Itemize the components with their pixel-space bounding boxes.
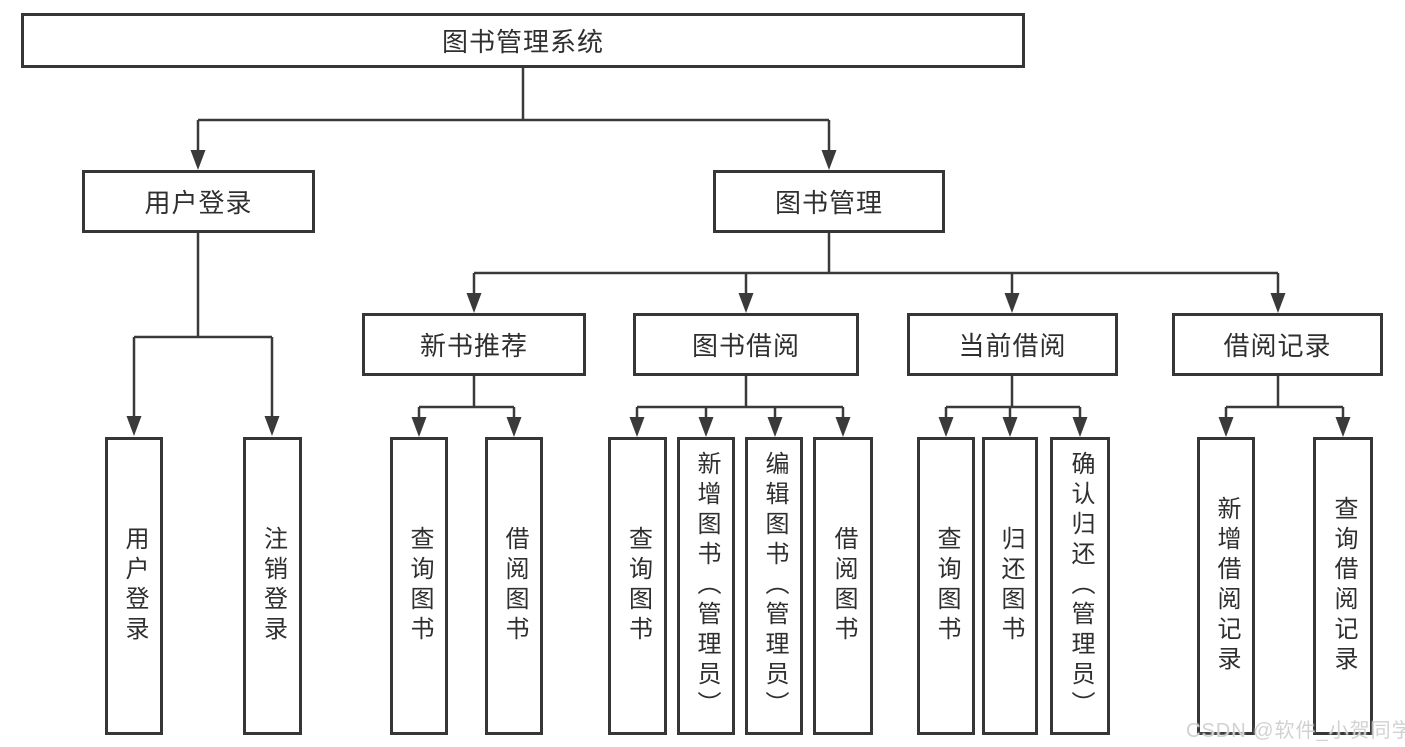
leaf-query-borrow-record-label: 查询借阅记录 xyxy=(1330,496,1357,676)
node-borrow-records: 借阅记录 xyxy=(1172,313,1383,376)
node-book-management-label: 图书管理 xyxy=(774,188,883,218)
node-current-borrow: 当前借阅 xyxy=(907,313,1118,376)
node-borrow-records-label: 借阅记录 xyxy=(1223,331,1332,361)
node-book-management: 图书管理 xyxy=(713,170,945,233)
node-book-borrow: 图书借阅 xyxy=(633,313,859,376)
node-book-borrow-label: 图书借阅 xyxy=(691,331,800,361)
connector-strokes xyxy=(132,68,1345,419)
leaf-query-books-3: 查询图书 xyxy=(917,437,975,735)
leaf-query-borrow-record: 查询借阅记录 xyxy=(1313,437,1373,735)
leaf-borrow-books-2: 借阅图书 xyxy=(813,437,873,735)
leaf-return-books: 归还图书 xyxy=(982,437,1038,735)
leaf-confirm-return-admin-label: 确认归还（管理员） xyxy=(1067,451,1094,721)
node-new-book-recommend-label: 新书推荐 xyxy=(419,331,528,361)
leaf-edit-books-admin: 编辑图书（管理员） xyxy=(745,437,803,735)
node-new-book-recommend: 新书推荐 xyxy=(362,313,586,376)
leaf-query-books-2-label: 查询图书 xyxy=(624,526,652,646)
leaf-borrow-books-1-label: 借阅图书 xyxy=(501,526,528,646)
leaf-add-books-admin: 新增图书（管理员） xyxy=(677,437,735,735)
node-user-login: 用户登录 xyxy=(82,170,315,233)
watermark: CSDN @软件_小贺同学 xyxy=(1186,720,1405,742)
leaf-add-books-admin-label: 新增图书（管理员） xyxy=(693,451,720,721)
leaf-edit-books-admin-label: 编辑图书（管理员） xyxy=(761,451,788,721)
leaf-borrow-books-2-label: 借阅图书 xyxy=(830,526,857,646)
node-library-management-system: 图书管理系统 xyxy=(21,13,1025,68)
leaf-query-books-2: 查询图书 xyxy=(608,437,667,735)
leaf-logout-label: 注销登录 xyxy=(259,526,287,646)
leaf-logout: 注销登录 xyxy=(243,437,302,735)
leaf-query-books-1-label: 查询图书 xyxy=(406,526,433,646)
leaf-user-login: 用户登录 xyxy=(105,437,163,735)
node-current-borrow-label: 当前借阅 xyxy=(958,331,1067,361)
leaf-query-books-3-label: 查询图书 xyxy=(933,526,960,646)
node-library-management-system-label: 图书管理系统 xyxy=(441,27,604,57)
leaf-confirm-return-admin: 确认归还（管理员） xyxy=(1050,437,1110,735)
leaf-query-books-1: 查询图书 xyxy=(390,437,448,735)
leaf-add-borrow-record: 新增借阅记录 xyxy=(1197,437,1255,735)
node-user-login-label: 用户登录 xyxy=(144,188,253,218)
leaf-add-borrow-record-label: 新增借阅记录 xyxy=(1213,496,1240,676)
leaf-borrow-books-1: 借阅图书 xyxy=(485,437,543,735)
leaf-user-login-label: 用户登录 xyxy=(121,526,148,646)
leaf-return-books-label: 归还图书 xyxy=(997,526,1024,646)
